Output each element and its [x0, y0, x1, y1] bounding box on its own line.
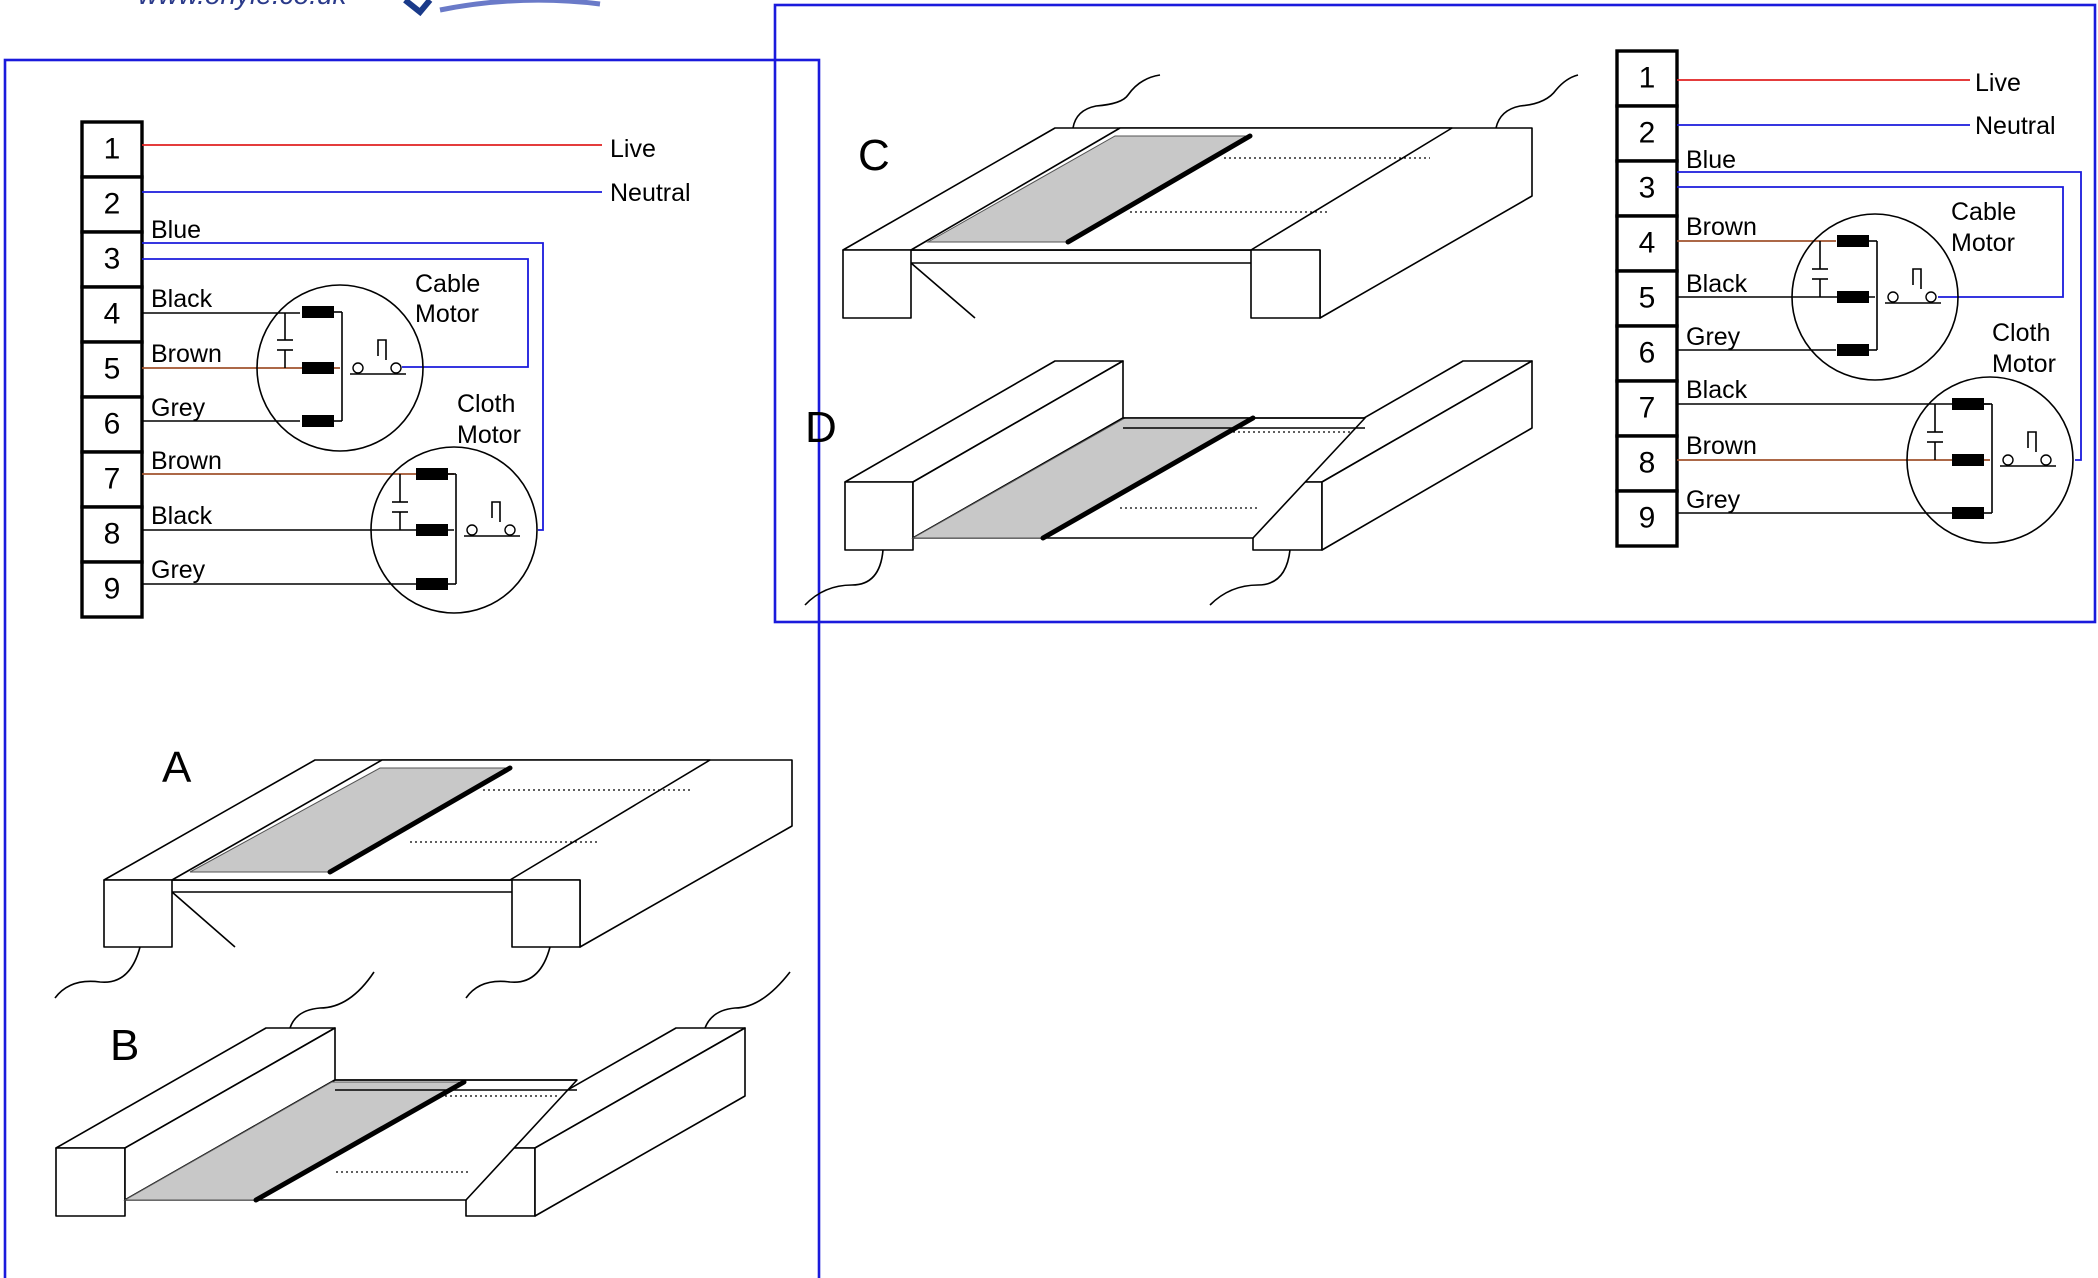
left-blue-cable-wire — [142, 258, 529, 368]
left-cloth-motor-label-1: Cloth — [457, 390, 515, 418]
figure-d-rail-assembly — [804, 360, 1533, 606]
left-cable-motor-label-2: Motor — [415, 300, 479, 328]
right-cloth-motor-label-2: Motor — [1992, 350, 2056, 378]
right-terminal-5: 5 — [1639, 282, 1656, 315]
left-terminal-1: 1 — [104, 133, 121, 166]
right-cloth-motor-label-1: Cloth — [1992, 319, 2050, 347]
figure-c-label: C — [858, 131, 890, 180]
logo-mark-icon — [403, 0, 433, 17]
left-wire-label-blue: Blue — [151, 216, 201, 244]
left-terminal-2: 2 — [104, 188, 121, 221]
left-terminal-3: 3 — [104, 243, 121, 276]
left-terminal-4: 4 — [104, 298, 121, 331]
right-terminal-2: 2 — [1639, 117, 1656, 150]
right-cloth-motor-symbol — [1906, 376, 2074, 544]
header-logo: www.onyle.co.uk — [138, 0, 601, 17]
right-cable-motor-label-1: Cable — [1951, 198, 2016, 226]
right-live-label: Live — [1975, 69, 2021, 97]
right-terminal-9: 9 — [1639, 502, 1656, 535]
left-cloth-motor-symbol — [370, 446, 538, 614]
figure-c-rail-assembly — [842, 74, 1579, 319]
left-wire-label-brown-2: Brown — [151, 447, 222, 475]
left-terminal-6: 6 — [104, 408, 121, 441]
right-wire-label-black: Black — [1686, 270, 1748, 298]
left-neutral-label: Neutral — [610, 179, 691, 207]
left-terminal-block: 1 2 3 4 5 6 7 8 9 — [80, 120, 144, 619]
left-cloth-motor-label-2: Motor — [457, 421, 521, 449]
right-wire-label-blue: Blue — [1686, 146, 1736, 174]
left-wire-label-grey-2: Grey — [151, 556, 206, 584]
left-cable-motor-symbol — [256, 284, 424, 452]
right-wire-label-black-2: Black — [1686, 376, 1748, 404]
right-blue-common-wire — [1677, 171, 2082, 461]
right-cable-motor-label-2: Motor — [1951, 229, 2015, 257]
right-panel-border — [773, 3, 2097, 624]
left-cable-motor-label-1: Cable — [415, 270, 480, 298]
left-wire-label-grey: Grey — [151, 394, 206, 422]
left-panel-border — [3, 58, 821, 1278]
left-wire-label-brown: Brown — [151, 340, 222, 368]
right-blue-cable-wire — [1677, 186, 2064, 298]
right-terminal-7: 7 — [1639, 392, 1656, 425]
figure-b-label: B — [110, 1021, 139, 1070]
right-terminal-block: 1 2 3 4 5 6 7 8 9 — [1615, 49, 1679, 548]
logo-swoosh-icon — [439, 0, 601, 13]
right-cable-motor-symbol — [1791, 213, 1959, 381]
left-wiring-diagram: 1 2 3 4 5 6 7 8 9 Live Neutral Blue Blac… — [80, 120, 691, 619]
left-wire-label-black: Black — [151, 285, 213, 313]
right-terminal-1: 1 — [1639, 62, 1656, 95]
right-neutral-label: Neutral — [1975, 112, 2056, 140]
figure-d-label: D — [805, 403, 837, 452]
header-url: www.onyle.co.uk — [138, 0, 349, 10]
right-wire-label-brown-2: Brown — [1686, 432, 1757, 460]
right-terminal-8: 8 — [1639, 447, 1656, 480]
right-wire-label-grey-2: Grey — [1686, 486, 1741, 514]
right-terminal-3: 3 — [1639, 172, 1656, 205]
figure-b-rail-assembly — [55, 1027, 746, 1217]
right-terminal-4: 4 — [1639, 227, 1656, 260]
right-wire-label-grey: Grey — [1686, 323, 1741, 351]
figure-a-label: A — [162, 743, 192, 792]
left-blue-common-wire — [142, 242, 544, 531]
right-terminal-6: 6 — [1639, 337, 1656, 370]
left-live-label: Live — [610, 135, 656, 163]
left-terminal-5: 5 — [104, 353, 121, 386]
left-terminal-8: 8 — [104, 518, 121, 551]
left-terminal-7: 7 — [104, 463, 121, 496]
right-wire-label-brown: Brown — [1686, 213, 1757, 241]
right-wiring-diagram: 1 2 3 4 5 6 7 8 9 Live Neutral Blue Brow… — [1615, 49, 2082, 548]
figure-a-rail-assembly — [54, 759, 793, 1029]
left-terminal-9: 9 — [104, 573, 121, 606]
left-wire-label-black-2: Black — [151, 502, 213, 530]
